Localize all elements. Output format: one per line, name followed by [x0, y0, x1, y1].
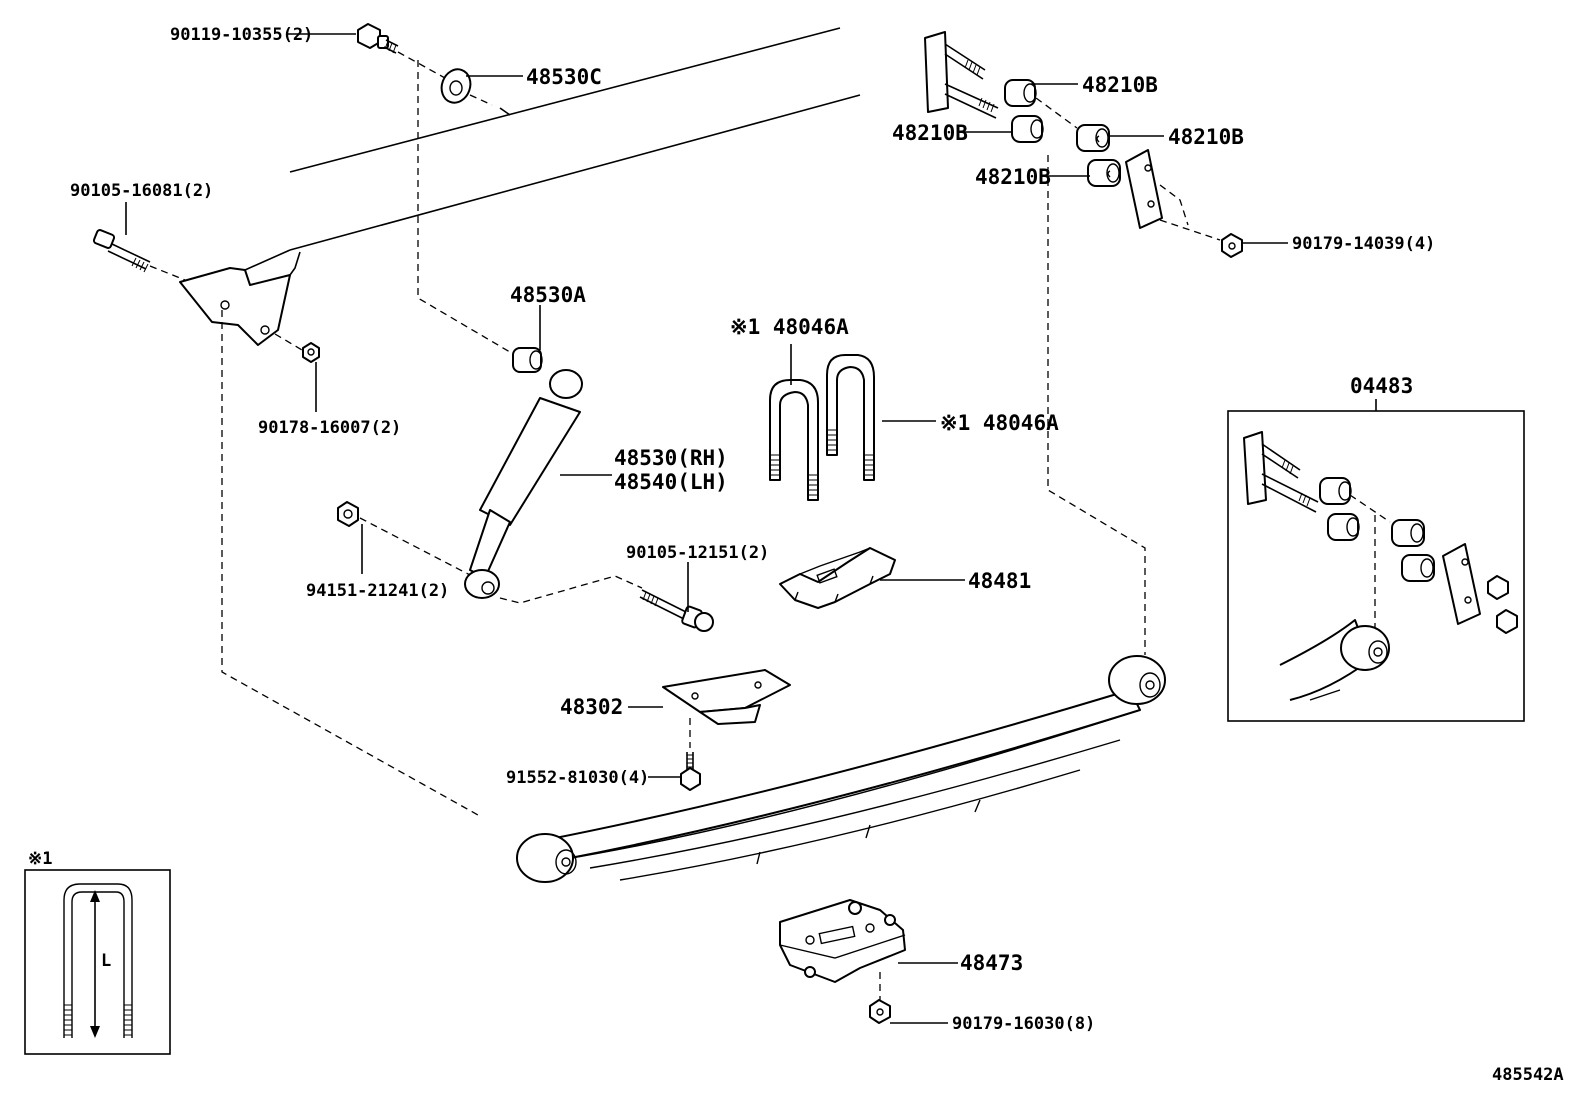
nut-90179-14039: [1221, 233, 1243, 258]
label-90105-16081: 90105-16081(2): [70, 181, 213, 201]
label-48530-rh: 48530(RH): [614, 446, 728, 470]
bushing-48210b-4: [1087, 159, 1121, 187]
label-04483: 04483: [1350, 374, 1413, 398]
nut-90178-16007: [302, 342, 320, 363]
label-94151-21241: 94151-21241(2): [306, 581, 449, 601]
bracket-48473: [779, 899, 906, 983]
label-48046a-top: ※1 48046A: [730, 315, 849, 339]
leader-lines: [125, 33, 1288, 1024]
label-48481: 48481: [968, 569, 1031, 593]
label-90179-16030: 90179-16030(8): [952, 1014, 1095, 1034]
label-48210b-1: 48210B: [1082, 73, 1158, 97]
label-90179-14039: 90179-14039(4): [1292, 234, 1435, 254]
label-48210b-2: 48210B: [892, 121, 968, 145]
shackle-plate-main: [924, 31, 999, 119]
spring-seat-48302: [662, 669, 791, 725]
frame-rail: [244, 27, 861, 276]
label-91552-81030: 91552-81030(4): [506, 768, 649, 788]
part-labels: 90119-10355(2) 48530C 90105-16081(2) 901…: [28, 25, 1564, 1085]
u-bolt-48046a-left: [769, 379, 819, 501]
u-bolt-48046a-right: [826, 354, 875, 481]
label-48530a: 48530A: [510, 283, 586, 307]
rear-spring-eye: [1108, 655, 1166, 705]
kit-box-04483: [1227, 410, 1525, 722]
label-90105-12151: 90105-12151(2): [626, 543, 769, 563]
bushing-48210b-3: [1076, 124, 1110, 152]
label-48046a-side: ※1 48046A: [940, 411, 1059, 435]
label-48302: 48302: [560, 695, 623, 719]
shock-absorber-48530: [464, 369, 583, 599]
label-90119-10355: 90119-10355(2): [170, 25, 313, 45]
label-48210b-3: 48210B: [1168, 125, 1244, 149]
bushing-48530a: [512, 347, 543, 373]
bushing-48210b-1: [1004, 79, 1037, 107]
diagram-id: 485542A: [1492, 1065, 1564, 1085]
note-box-u-bolt-length: [24, 869, 171, 1055]
screw-91552-81030: [680, 752, 701, 791]
nut-94151-21241: [337, 501, 359, 527]
label-48210b-4: 48210B: [975, 165, 1051, 189]
shackle-plate-outer: [1125, 149, 1163, 229]
label-48540-lh: 48540(LH): [614, 470, 728, 494]
front-spring-hanger: [179, 267, 291, 346]
leaf-spring: [516, 655, 1166, 883]
bolt-90105-12151: [639, 589, 714, 632]
nut-90179-16030: [869, 999, 891, 1024]
label-48530c: 48530C: [526, 65, 602, 89]
label-48473: 48473: [960, 951, 1023, 975]
bolt-90119-10355: [357, 23, 399, 54]
bushing-48210b-2: [1011, 115, 1044, 143]
spring-pad-48481: [779, 547, 896, 609]
note-mark: ※1: [28, 849, 52, 869]
note-dimension-label: L: [101, 951, 111, 971]
washer-48530c: [440, 68, 472, 104]
label-90178-16007: 90178-16007(2): [258, 418, 401, 438]
front-spring-eye: [516, 833, 577, 883]
bolt-90105-16081: [92, 229, 151, 273]
